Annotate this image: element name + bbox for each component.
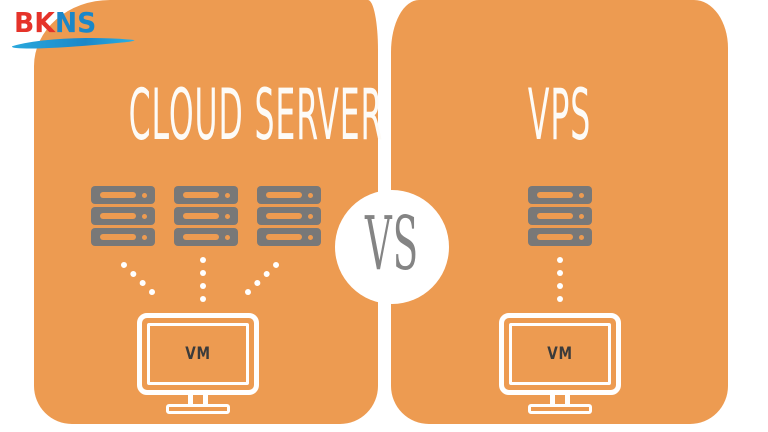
server-led bbox=[142, 193, 147, 198]
server-slot bbox=[100, 192, 136, 198]
server-unit bbox=[527, 186, 592, 204]
server-slot bbox=[183, 234, 219, 240]
server-unit bbox=[257, 186, 321, 204]
server-unit bbox=[174, 207, 238, 225]
server-unit bbox=[91, 186, 155, 204]
monitor-screen: VM bbox=[137, 313, 259, 395]
vm-monitor-icon: VM bbox=[137, 313, 259, 414]
server-slot bbox=[536, 192, 573, 198]
dot bbox=[557, 270, 563, 276]
dot bbox=[200, 257, 206, 263]
cloud-server-title: CLOUD SERVER bbox=[128, 74, 384, 156]
bkns-logo: BKNS bbox=[12, 9, 135, 49]
vm-label: VM bbox=[547, 344, 573, 364]
server-unit bbox=[527, 228, 592, 246]
server-unit bbox=[174, 228, 238, 246]
dot bbox=[200, 270, 206, 276]
dot bbox=[138, 278, 147, 288]
server-unit bbox=[91, 228, 155, 246]
server-unit bbox=[257, 228, 321, 246]
server-stack-icon bbox=[174, 186, 238, 246]
server-unit bbox=[527, 207, 592, 225]
monitor-neck bbox=[550, 395, 570, 404]
dot bbox=[147, 287, 157, 297]
vs-badge: VS bbox=[335, 190, 449, 304]
server-led bbox=[578, 214, 584, 219]
logo-swoosh-icon bbox=[12, 38, 135, 49]
server-led bbox=[225, 235, 230, 240]
server-led bbox=[142, 214, 147, 219]
vps-stack-row bbox=[391, 186, 728, 246]
server-stack-icon bbox=[527, 186, 592, 246]
server-unit bbox=[91, 207, 155, 225]
dot bbox=[557, 257, 563, 263]
server-led bbox=[578, 193, 584, 198]
dot bbox=[557, 296, 563, 302]
dot bbox=[253, 278, 262, 288]
server-slot bbox=[266, 213, 302, 219]
vm-monitor-icon: VM bbox=[499, 313, 621, 414]
connection-dots-middle bbox=[557, 257, 563, 302]
server-slot bbox=[536, 213, 573, 219]
server-led bbox=[225, 193, 230, 198]
dot bbox=[557, 283, 563, 289]
dot bbox=[243, 287, 253, 297]
server-led bbox=[142, 235, 147, 240]
cloud-server-stack-row bbox=[34, 186, 378, 246]
logo-ns-text: NS bbox=[54, 6, 97, 39]
server-slot bbox=[266, 192, 302, 198]
connection-dots-middle bbox=[200, 257, 206, 302]
server-unit bbox=[257, 207, 321, 225]
vps-title: VPS bbox=[527, 74, 592, 156]
monitor-inner-frame bbox=[147, 323, 249, 385]
server-led bbox=[308, 193, 313, 198]
server-slot bbox=[100, 234, 136, 240]
server-stack-icon bbox=[257, 186, 321, 246]
server-led bbox=[308, 214, 313, 219]
vm-label: VM bbox=[185, 344, 211, 364]
vps-panel: VPS VM bbox=[391, 0, 728, 424]
monitor-neck bbox=[188, 395, 208, 404]
dot bbox=[200, 296, 206, 302]
connection-dots-left bbox=[119, 260, 157, 297]
logo-bk-text: BK bbox=[14, 6, 55, 39]
server-slot bbox=[100, 213, 136, 219]
monitor-base bbox=[528, 404, 592, 414]
dot bbox=[200, 283, 206, 289]
vs-label: VS bbox=[364, 201, 420, 287]
dot bbox=[271, 260, 281, 270]
server-led bbox=[578, 235, 584, 240]
server-slot bbox=[183, 192, 219, 198]
server-led bbox=[225, 214, 230, 219]
monitor-base bbox=[166, 404, 230, 414]
dot bbox=[129, 269, 138, 279]
connection-dots-right bbox=[243, 260, 281, 297]
monitor-screen: VM bbox=[499, 313, 621, 395]
dot bbox=[262, 269, 271, 279]
server-stack-icon bbox=[91, 186, 155, 246]
dot bbox=[119, 260, 129, 270]
monitor-inner-frame bbox=[509, 323, 611, 385]
cloud-server-panel: CLOUD SERVER VM bbox=[34, 0, 384, 424]
server-slot bbox=[536, 234, 573, 240]
server-slot bbox=[266, 234, 302, 240]
server-unit bbox=[174, 186, 238, 204]
server-slot bbox=[183, 213, 219, 219]
server-led bbox=[308, 235, 313, 240]
bkns-logo-text: BKNS bbox=[14, 9, 96, 37]
